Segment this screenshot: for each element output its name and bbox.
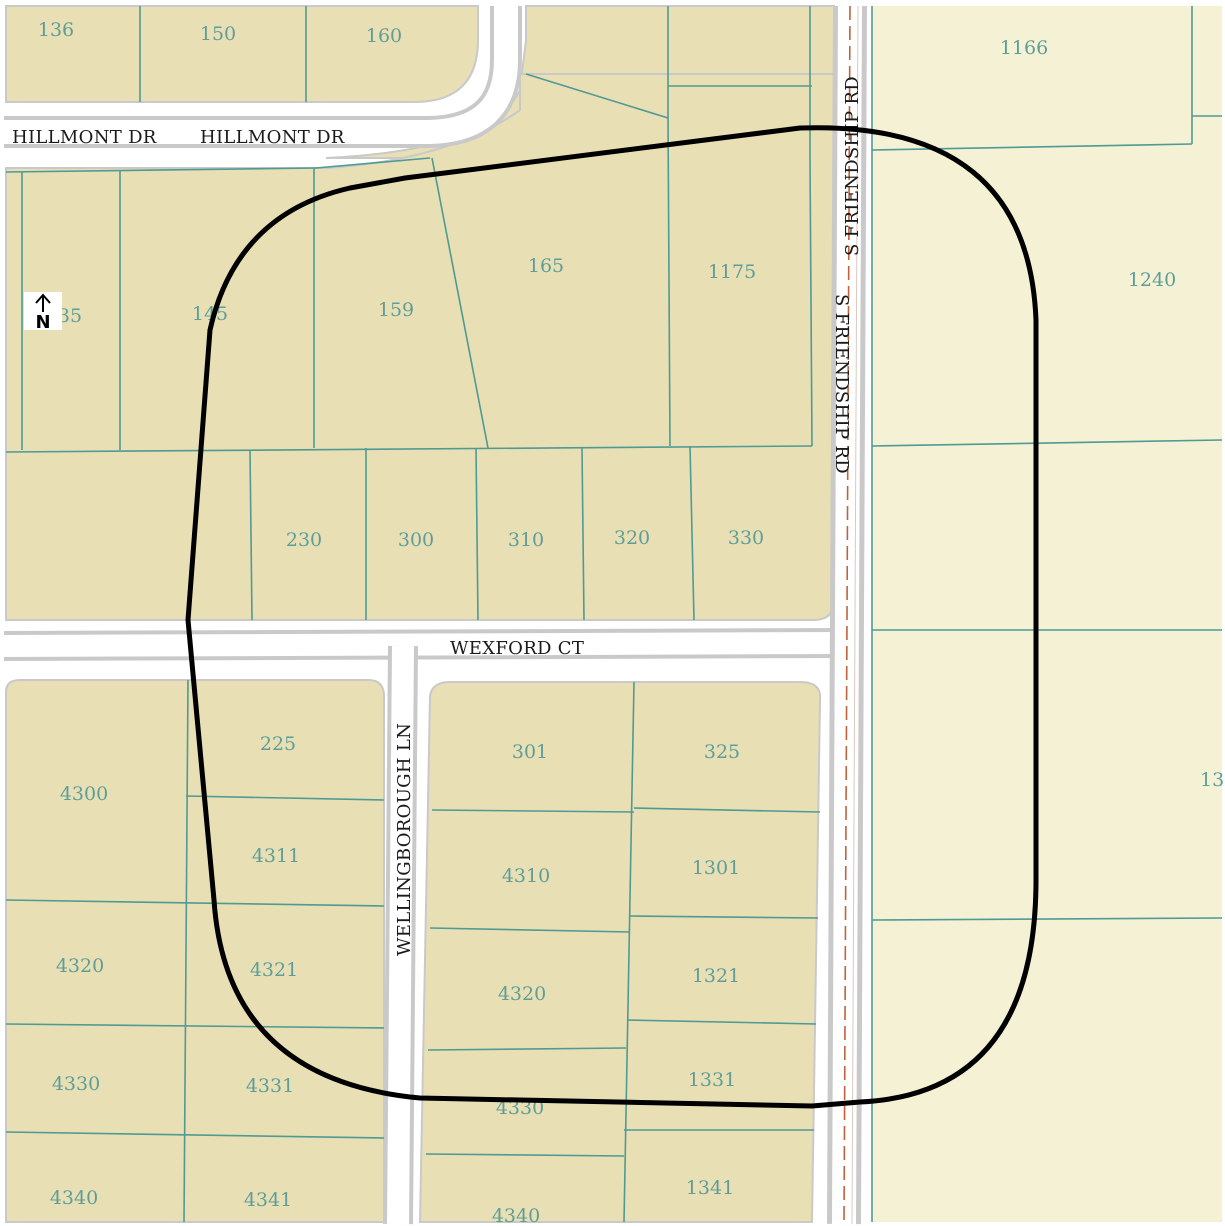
parcel-number: 4340 — [50, 1187, 98, 1209]
parcel-number: 4340 — [492, 1205, 540, 1226]
parcel-number: 165 — [528, 255, 564, 277]
parcel-number: 4341 — [244, 1189, 292, 1211]
parcel-number: 4311 — [252, 845, 300, 867]
street-label-s-friendship-rd: S FRIENDSHIP RD — [831, 294, 852, 474]
parcel-number: 35 — [58, 305, 82, 327]
parcel-number: 4310 — [502, 865, 550, 887]
street-label-s-friendship-rd: S FRIENDSHIP RD — [842, 76, 863, 256]
parcel-number: 1301 — [692, 857, 740, 879]
parcel-number: 150 — [200, 23, 236, 45]
parcel-number: 330 — [728, 527, 764, 549]
open-parcel-area — [872, 6, 1222, 1222]
parcel-number: 4320 — [56, 955, 104, 977]
parcel-number: 301 — [512, 741, 548, 763]
street-label-hillmont-dr: HILLMONT DR — [12, 127, 157, 148]
parcel-number: 4321 — [250, 959, 298, 981]
parcel-number: 1341 — [686, 1177, 734, 1199]
parcel-number: 230 — [286, 529, 322, 551]
parcel-number: 1175 — [708, 261, 756, 283]
buffer-boundary[interactable] — [185, 125, 1039, 1109]
parcel-number: 1166 — [1000, 37, 1048, 59]
parcel-number: 13 — [1200, 769, 1224, 791]
parcel-number: 1331 — [688, 1069, 736, 1091]
parcel-number: 4331 — [246, 1075, 294, 1097]
parcel-number: 1240 — [1128, 269, 1176, 291]
subdivision-blocks — [5, 5, 835, 1223]
parcel-number: 136 — [38, 19, 74, 41]
parcel-labels: 136 150 160 1166 35 145 159 165 1175 124… — [38, 19, 1224, 1226]
parcel-number: 4330 — [52, 1073, 100, 1095]
north-arrow-icon: N — [24, 292, 62, 333]
parcel-number: 1321 — [692, 965, 740, 987]
street-label-wexford-ct: WEXFORD CT — [450, 638, 584, 659]
street-labels: HILLMONT DR HILLMONT DR S FRIENDSHIP RD … — [12, 76, 863, 956]
parcel-number: 159 — [378, 299, 414, 321]
parcel-number: 325 — [704, 741, 740, 763]
street-label-wellingborough-ln: WELLINGBOROUGH LN — [394, 723, 415, 956]
parcel-number: 4320 — [498, 983, 546, 1005]
street-label-hillmont-dr: HILLMONT DR — [200, 127, 345, 148]
parcel-number: 145 — [192, 303, 228, 325]
parcel-number: 160 — [366, 25, 402, 47]
roads — [3, 5, 867, 1225]
parcel-number: 4300 — [60, 783, 108, 805]
lot-lines — [5, 6, 1223, 1223]
parcel-number: 225 — [260, 733, 296, 755]
parcel-number: 300 — [398, 529, 434, 551]
north-arrow-label: N — [35, 312, 50, 333]
s-friendship-rd-centerline — [843, 5, 851, 1225]
parcel-number: 320 — [614, 527, 650, 549]
parcel-number: 310 — [508, 529, 544, 551]
